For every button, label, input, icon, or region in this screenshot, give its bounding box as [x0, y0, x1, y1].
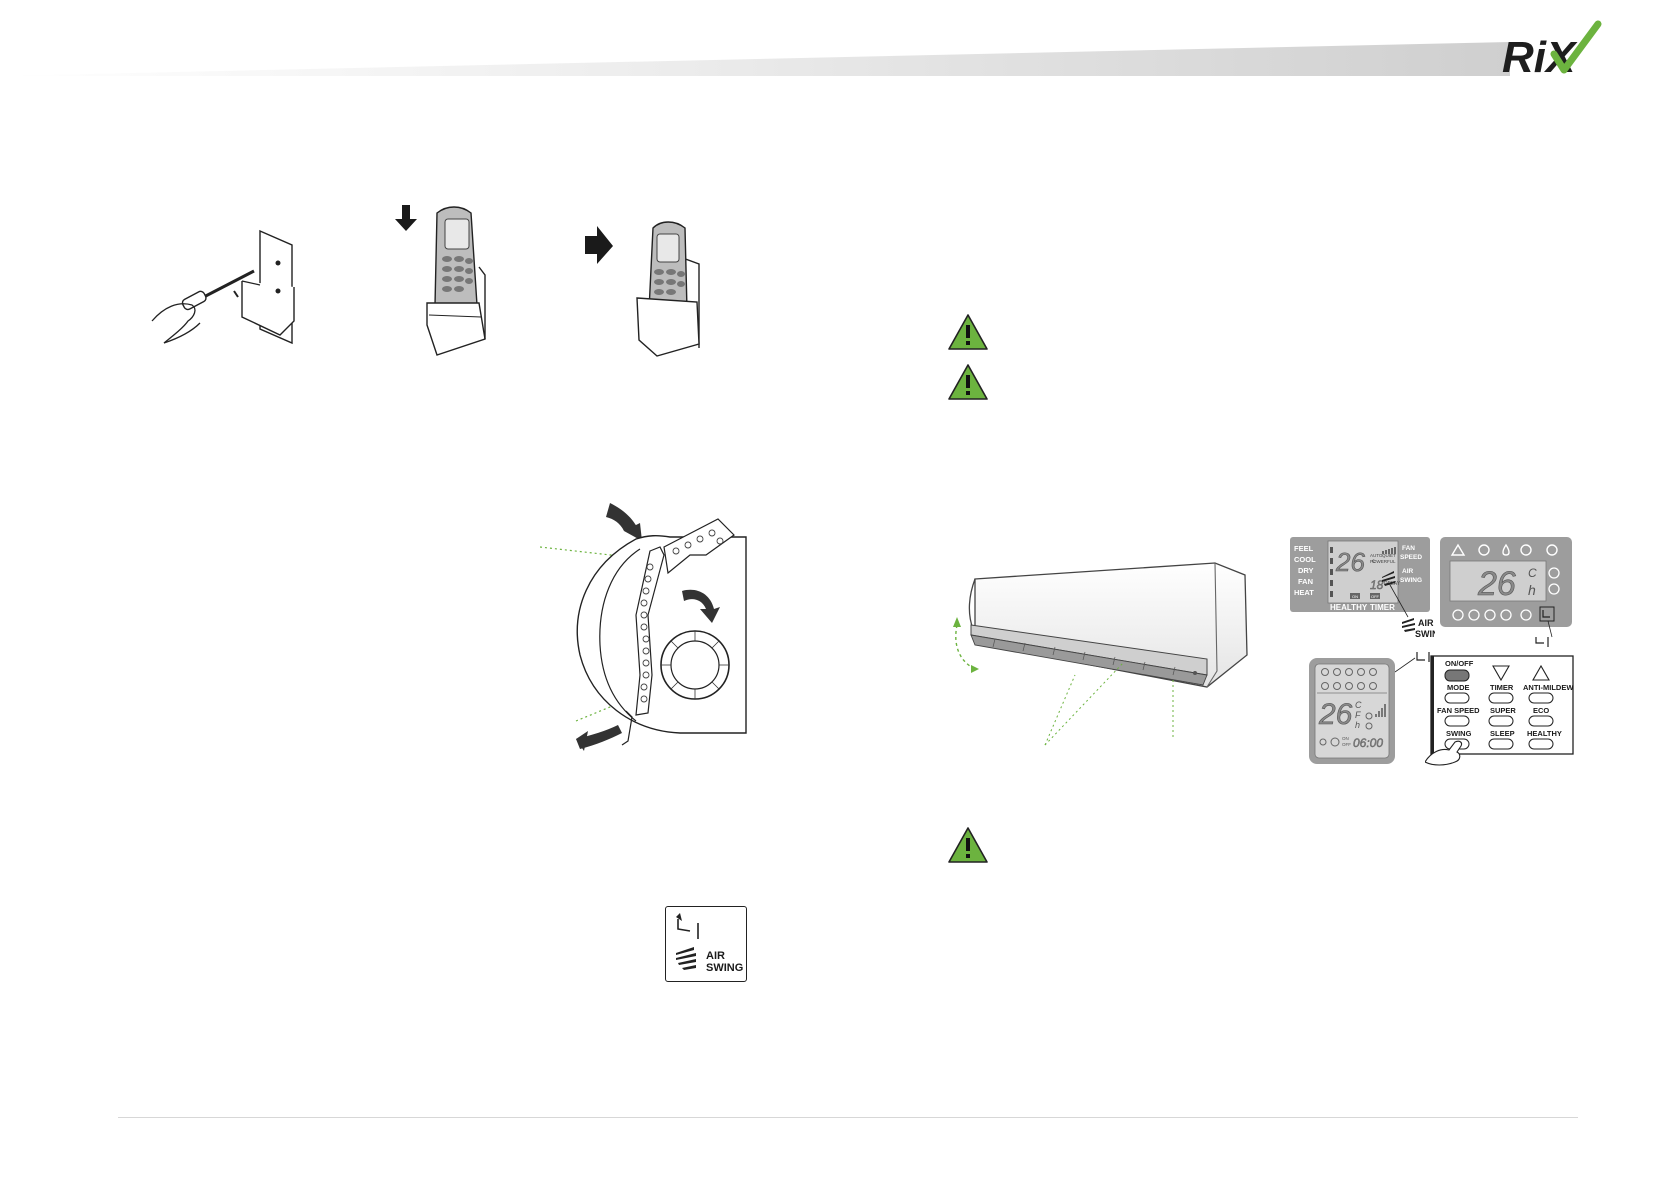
mode-label: MODE [1447, 683, 1470, 692]
display-c-clock: 06:00 [1353, 736, 1383, 750]
anti-mildew-button[interactable] [1528, 692, 1554, 704]
display-a-caption-air: AIR [1418, 618, 1434, 628]
display-b-temperature: 26 [1477, 565, 1516, 603]
fan-speed-label: FAN SPEED [1437, 706, 1480, 715]
remote-display-a: FEEL COOL DRY FAN HEAT 26 c AUTO QUIET P… [1290, 537, 1435, 639]
mode-label-feel: FEEL [1294, 544, 1314, 553]
timer-label: TIMER [1490, 683, 1514, 692]
arrow-out-icon [576, 725, 622, 749]
display-a-fan-label: FAN [1402, 545, 1415, 552]
display-a-temperature: 26 [1335, 547, 1365, 577]
mode-button[interactable] [1444, 692, 1470, 704]
callout-line [1044, 662, 1124, 746]
warning-triangle-icon [948, 364, 988, 400]
swing-arrow-icon [677, 919, 691, 932]
fan-speed-button[interactable] [1444, 715, 1470, 727]
header-band [0, 40, 1678, 76]
display-a-off: OFF [1371, 594, 1380, 599]
warning-triangle-icon [948, 827, 988, 863]
mount-step-3-illustration [585, 221, 700, 357]
temp-up-button[interactable] [1532, 664, 1550, 681]
display-a-timer-label: TIMER [1370, 603, 1395, 612]
arrow-curved-mid-icon [682, 589, 720, 623]
onoff-button[interactable] [1444, 669, 1470, 682]
mode-label-cool: COOL [1294, 555, 1316, 564]
mount-step-2-illustration [395, 205, 486, 356]
eco-button[interactable] [1528, 715, 1554, 727]
display-c-unit-c: C [1355, 700, 1362, 710]
check-mark-icon [1550, 20, 1602, 74]
mode-label-dry: DRY [1298, 566, 1314, 575]
remote-display-b: 26 C h [1440, 537, 1572, 647]
anti-mildew-label: ANTI-MILDEW [1523, 683, 1574, 692]
brand-logo-text: RiX [1502, 33, 1578, 82]
remote-display-c: 26 C F h ON OFF 06:00 [1309, 652, 1430, 764]
display-a-caption-swing: SWING [1415, 629, 1435, 639]
display-a-on: ON [1352, 594, 1358, 599]
display-a-quiet: QUIET [1382, 553, 1396, 558]
airflow-cross-section-illustration [540, 503, 747, 751]
mode-label-heat: HEAT [1294, 588, 1314, 597]
swing-label: SWING [1446, 729, 1472, 738]
display-a-healthy-label: HEALTHY [1330, 603, 1368, 612]
display-a-small-temp: 18 [1370, 578, 1384, 592]
air-swing-icon [676, 947, 696, 970]
super-label: SUPER [1490, 706, 1516, 715]
air-swing-indicator-box: AIR SWING [665, 906, 747, 982]
display-c-off: OFF [1342, 742, 1351, 747]
display-a-powerful: POWERFUL [1370, 559, 1396, 564]
remote-keypad: ON/OFF MODE TIMER ANTI-MILDEW FAN SPEED … [1425, 655, 1574, 766]
air-swing-label-line2: SWING [706, 962, 743, 974]
pressing-hand-icon [1425, 740, 1463, 766]
brand-logo: RiX [1500, 20, 1610, 82]
temp-down-button[interactable] [1492, 665, 1510, 682]
display-c-unit-f: F [1355, 710, 1361, 720]
display-a-unit: c [1372, 559, 1375, 565]
eco-label: ECO [1533, 706, 1549, 715]
swing-arrow-icon [1535, 637, 1544, 644]
display-a-auto: AUTO [1370, 553, 1383, 558]
footer-divider [118, 1117, 1578, 1118]
sleep-label: SLEEP [1490, 729, 1515, 738]
indoor-unit-illustration [953, 562, 1248, 746]
healthy-label: HEALTHY [1527, 729, 1562, 738]
display-a-delay: DELAY [1384, 581, 1401, 587]
swing-direction-arrow [955, 624, 976, 670]
display-c-temperature: 26 [1318, 698, 1353, 731]
display-a-speed-label: SPEED [1400, 554, 1422, 561]
arrow-curved-top-icon [606, 503, 638, 531]
arrow-down-icon [395, 205, 417, 231]
callout-line [1044, 674, 1076, 746]
display-b-unit-h: h [1528, 582, 1536, 598]
arrow-right-icon [585, 226, 613, 264]
healthy-button[interactable] [1528, 738, 1554, 750]
display-b-unit-c: C [1528, 566, 1537, 580]
display-c-on: ON [1342, 736, 1349, 741]
air-swing-label-line1: AIR [706, 950, 725, 962]
air-swing-icon [1402, 618, 1415, 632]
mount-step-1-illustration [151, 229, 295, 345]
display-c-unit-h: h [1355, 720, 1360, 730]
display-a-swing-label: SWING [1400, 577, 1422, 584]
super-button[interactable] [1488, 715, 1514, 727]
onoff-label: ON/OFF [1445, 659, 1474, 668]
timer-button[interactable] [1488, 692, 1514, 704]
mode-label-fan: FAN [1298, 577, 1313, 586]
swing-arrow-icon [1416, 652, 1425, 661]
display-a-air-label: AIR [1402, 568, 1414, 575]
sleep-button[interactable] [1488, 738, 1514, 750]
warning-triangle-icon [948, 314, 988, 350]
